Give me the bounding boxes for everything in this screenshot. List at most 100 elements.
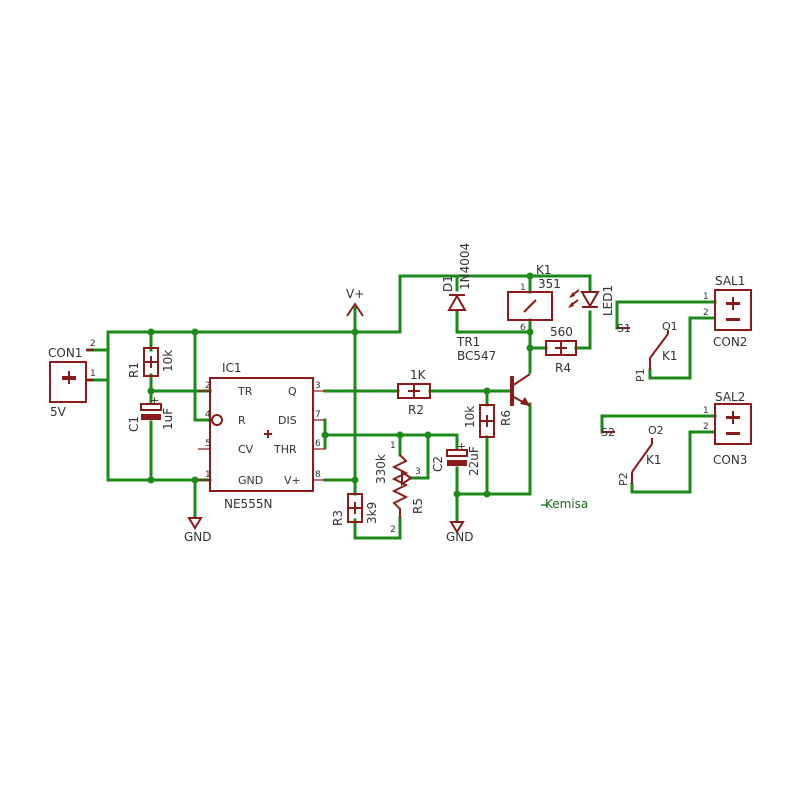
wires (86, 274, 717, 540)
c1-value: 1uF (161, 408, 175, 430)
con1-connector: 2 1 CON1 5V (48, 339, 96, 419)
led1-label: LED1 (601, 285, 615, 316)
ic1-pin-num-gnd: 1 (205, 470, 211, 480)
wire-sal1-pin1 (615, 300, 717, 330)
r1-value: 10k (161, 350, 175, 372)
signature: Kemisa (541, 497, 588, 511)
c1-label: C1 (127, 416, 141, 432)
led1-led: LED1 (568, 285, 615, 316)
ic1-pin-num-thr: 6 (315, 439, 321, 449)
gnd-label-2: GND (446, 530, 474, 544)
ic1-pin-num-dis: 7 (315, 410, 321, 420)
gnd-symbol-2: GND (446, 521, 474, 544)
k1-pin1: 1 (520, 283, 526, 293)
wire-reset (193, 330, 212, 422)
d1-label: D1 (441, 275, 455, 292)
wire-sal2-pin1 (600, 414, 717, 434)
c2-label: C2 (431, 456, 445, 472)
wire-r5-bottom (353, 516, 402, 540)
tr1-transistor: TR1 BC547 (456, 335, 531, 407)
s2-label: S2 (601, 426, 615, 439)
sal1-connector: 1 2 SAL1 CON2 (703, 274, 752, 349)
r6-value: 10k (463, 406, 477, 428)
ic1-pin-thr: THR (273, 443, 297, 456)
c2-polarity-plus: + (457, 440, 466, 453)
gnd-symbol-1: GND (184, 517, 212, 544)
r5-potentiometer: 1 2 3 330k R5 (374, 441, 425, 535)
ic1-ne555: 2 4 5 1 3 7 6 8 TR R CV GND Q DIS THR V+… (198, 361, 325, 511)
wire-emitter-gnd (455, 402, 532, 496)
k1-value: 351 (538, 277, 561, 291)
junctions (147, 272, 534, 498)
sal1-pin1: 1 (703, 292, 709, 302)
ic1-pin-r: R (238, 414, 246, 427)
sal2-label: SAL2 (715, 390, 745, 404)
ic1-pin-num-r: 4 (205, 410, 211, 420)
k1-relay: 1 6 K1 351 (507, 263, 561, 333)
r2-resistor: 1K R2 (397, 368, 431, 417)
ic1-pin-cv: CV (238, 443, 254, 456)
r3-label: R3 (331, 510, 345, 526)
r2-label: R2 (408, 403, 424, 417)
r2-value: 1K (410, 368, 427, 382)
k1-contact1-label: K1 (662, 349, 678, 363)
sal2-pin2: 2 (703, 422, 709, 432)
wire-r5-wiper (408, 433, 430, 480)
k1-pin6: 6 (520, 323, 526, 333)
vplus-symbol: V+ (346, 287, 364, 317)
o2-label: O2 (648, 424, 664, 437)
p2-label: P2 (617, 472, 630, 486)
ic1-pin-num-vplus: 8 (315, 470, 321, 480)
wire-gnd-rail (86, 378, 212, 482)
r5-pin3: 3 (415, 467, 421, 477)
p1-label: P1 (634, 368, 647, 382)
wire-diode-bottom (455, 310, 532, 334)
r5-pin2: 2 (390, 525, 396, 535)
s1-label: S1 (617, 322, 631, 335)
vplus-label: V+ (346, 287, 364, 301)
c2-capacitor: + C2 22uF (431, 440, 481, 476)
r4-resistor: 560 R4 (545, 325, 577, 375)
r4-value: 560 (550, 325, 573, 339)
ic1-reset-bubble (211, 414, 223, 426)
r5-pin1: 1 (390, 441, 396, 451)
sal2-pin1: 1 (703, 406, 709, 416)
con1-value: 5V (50, 405, 67, 419)
con1-label: CON1 (48, 346, 82, 360)
signature-text: Kemisa (545, 497, 588, 511)
tr1-value: BC547 (457, 349, 496, 363)
wire-thr-bus (323, 433, 459, 450)
wire-sal2-pin2 (630, 430, 715, 494)
c1-capacitor: + C1 1uF (127, 394, 175, 432)
r1-label: R1 (127, 362, 141, 378)
wire-sal1-pin2 (648, 316, 715, 380)
k1-contact-2: S2 O2 K1 P2 (601, 424, 664, 486)
ic1-pin-dis: DIS (278, 414, 297, 427)
sal1-label: SAL1 (715, 274, 745, 288)
c1-polarity-plus: + (150, 394, 159, 407)
sal1-pin2: 2 (703, 308, 709, 318)
d1-diode: D1 1N4004 (441, 243, 472, 311)
k1-label: K1 (536, 263, 552, 277)
ic1-value: NE555N (224, 497, 272, 511)
ic1-pin-num-q: 3 (315, 381, 321, 391)
con2-label: CON2 (713, 335, 747, 349)
con3-label: CON3 (713, 453, 747, 467)
con1-pin1: 1 (90, 369, 96, 379)
r5-value: 330k (374, 454, 388, 484)
ic1-pin-num-cv: 5 (205, 439, 211, 449)
r6-resistor: 10k R6 (463, 404, 513, 438)
ic1-pin-tr: TR (237, 385, 253, 398)
k1-contact-1: S1 O1 K1 P1 (617, 320, 678, 382)
sal2-connector: 1 2 SAL2 CON3 (703, 390, 752, 467)
o1-label: O1 (662, 320, 678, 333)
r1-resistor: R1 10k (127, 347, 175, 378)
wire-top-rail (106, 274, 592, 380)
r6-label: R6 (499, 410, 513, 426)
con1-pin2: 2 (90, 339, 96, 349)
d1-value: 1N4004 (458, 243, 472, 290)
r3-resistor: R3 3k9 (331, 493, 379, 526)
gnd-label-1: GND (184, 530, 212, 544)
ic1-label: IC1 (222, 361, 242, 375)
